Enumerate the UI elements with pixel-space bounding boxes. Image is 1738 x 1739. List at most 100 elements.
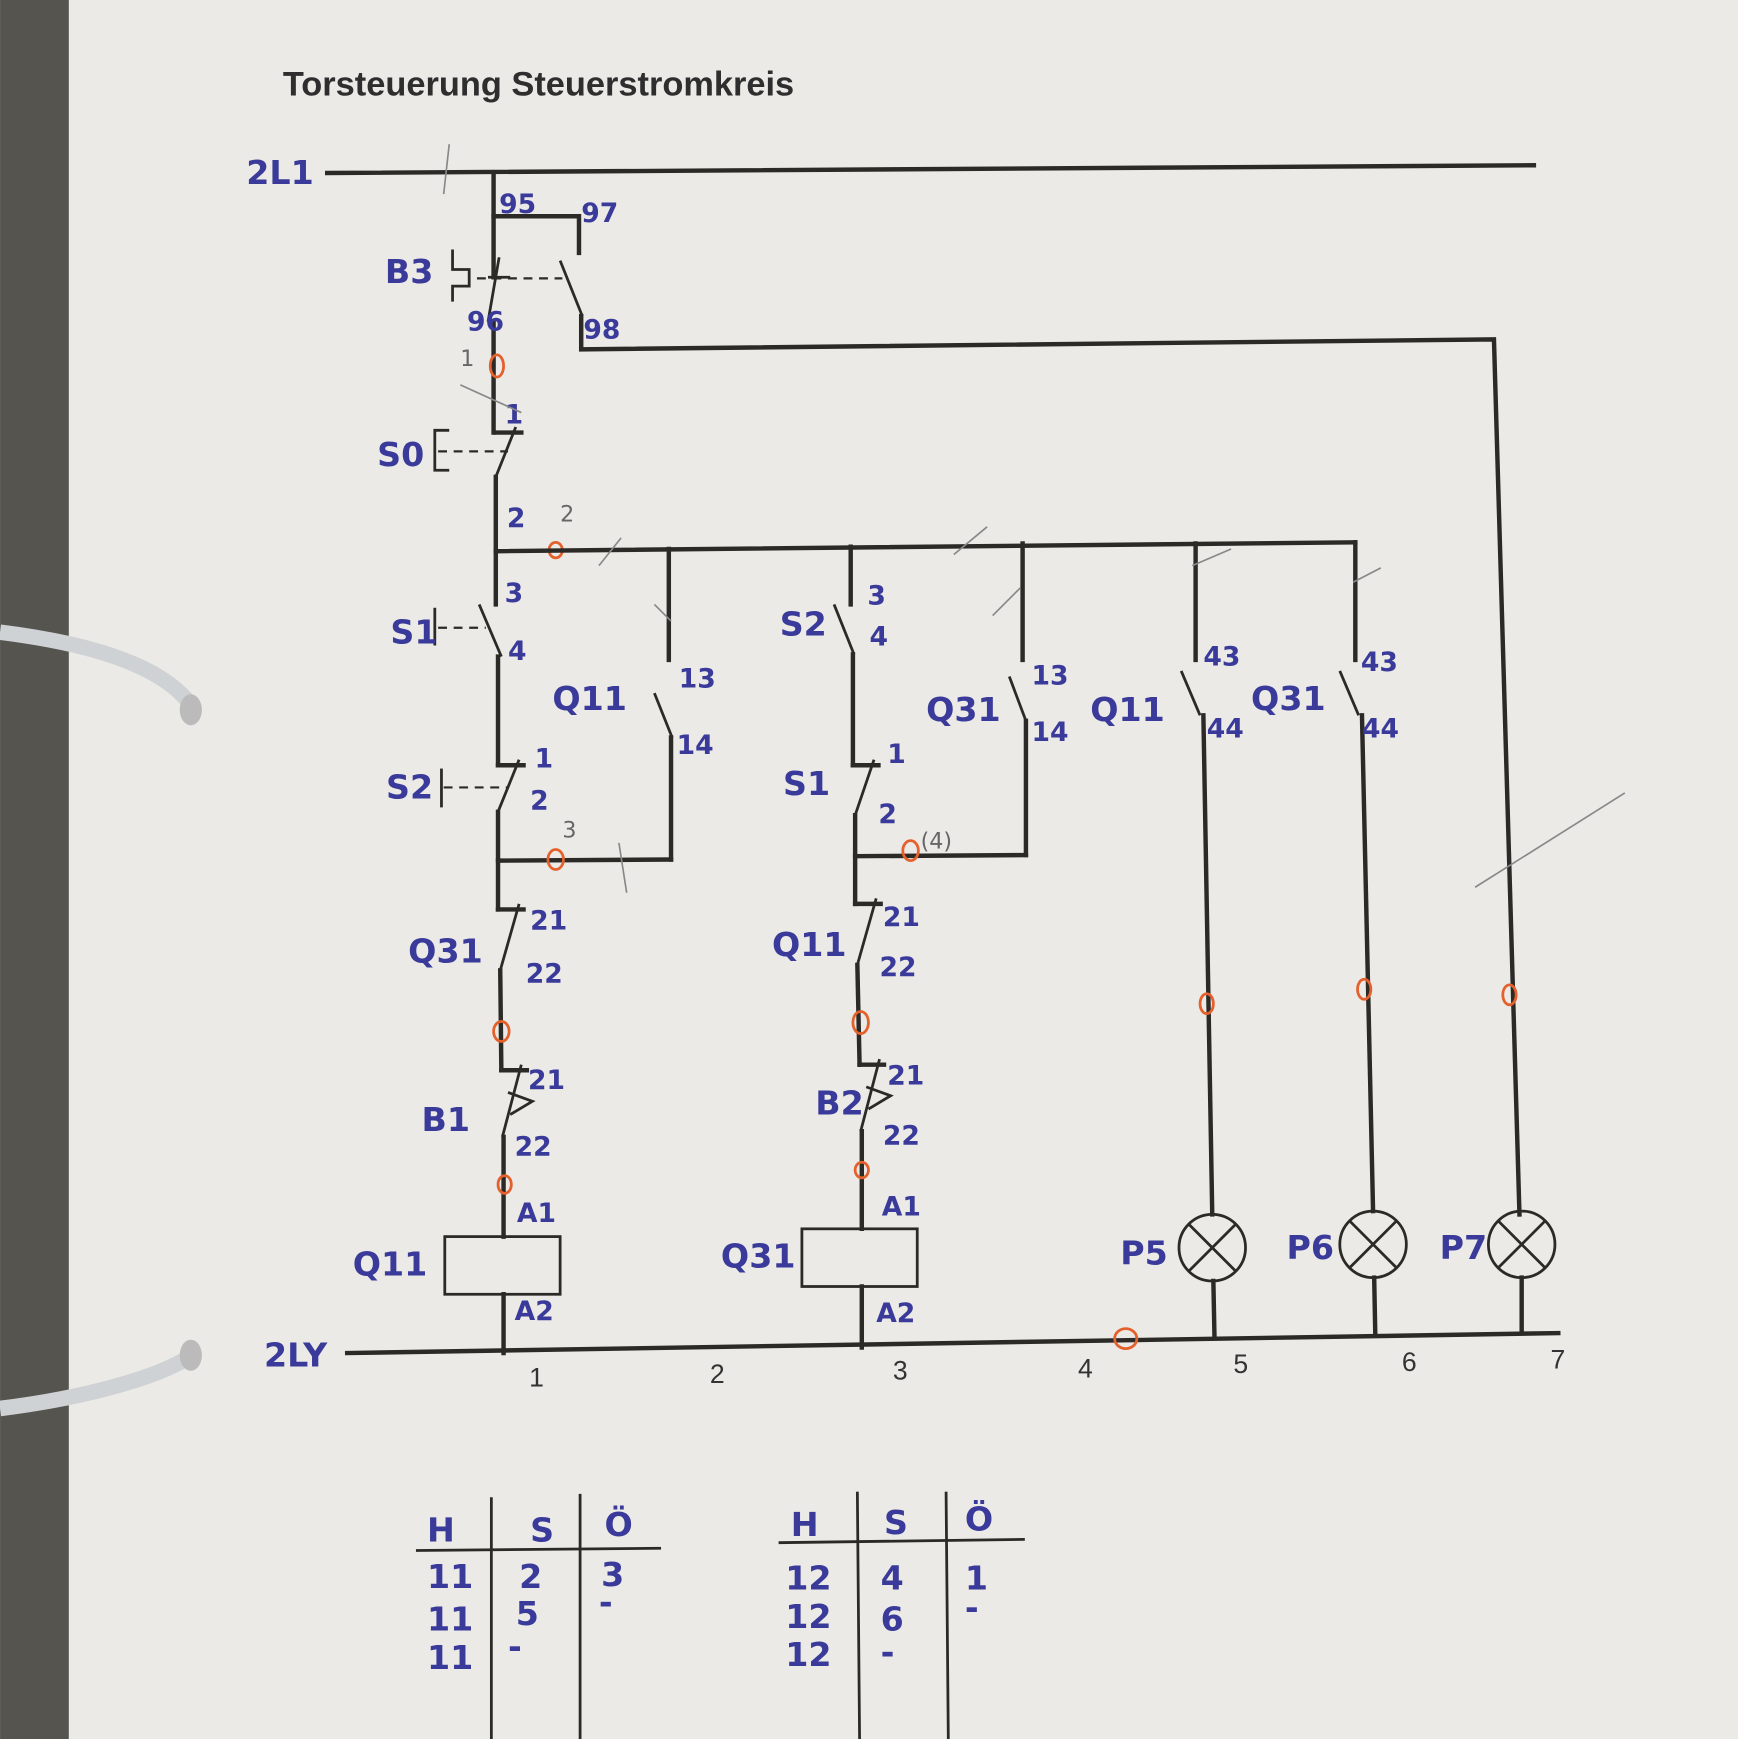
column-number: 1 xyxy=(529,1362,544,1392)
table-cell: 2 xyxy=(519,1557,542,1596)
q11-label: Q11 xyxy=(772,925,847,964)
table-cell: 12 xyxy=(785,1635,831,1674)
q31-label: Q31 xyxy=(926,690,1001,729)
test-point-marker xyxy=(1113,1327,1139,1350)
test-point-marker xyxy=(488,353,505,379)
table-cell: 11 xyxy=(427,1599,473,1638)
table-header: Ö xyxy=(604,1504,632,1544)
table-cell: - xyxy=(881,1633,895,1672)
p6-label: P6 xyxy=(1287,1228,1335,1267)
terminal-1: 1 xyxy=(535,743,554,774)
column-number: 3 xyxy=(893,1356,908,1386)
terminal-4: 4 xyxy=(870,621,889,652)
table-cell: 4 xyxy=(881,1558,904,1597)
q31-label: Q31 xyxy=(1251,679,1326,718)
column-number: 7 xyxy=(1551,1345,1566,1375)
test-point-marker xyxy=(851,1010,870,1036)
table-cell: - xyxy=(599,1583,613,1622)
test-point-marker xyxy=(853,1160,870,1180)
table-cell: 3 xyxy=(601,1555,624,1594)
terminal-1: 1 xyxy=(887,739,906,770)
s1-label: S1 xyxy=(783,764,830,803)
paper-sheet xyxy=(68,0,1738,1739)
table-cell: - xyxy=(965,1588,979,1627)
table-cell: 12 xyxy=(785,1558,831,1597)
terminal-96: 96 xyxy=(467,306,504,337)
terminal-97: 97 xyxy=(581,198,618,229)
terminal-4: 4 xyxy=(508,636,527,667)
s0-stop-button: S0 1 2 xyxy=(377,400,526,554)
b3-thermal-relay-contacts: B3 95 97 96 98 xyxy=(385,170,1522,1217)
s2-label: S2 xyxy=(780,604,827,643)
table-cell: - xyxy=(508,1627,522,1666)
table-header: Ö xyxy=(965,1498,993,1538)
table-header: H xyxy=(791,1505,819,1544)
terminal-3: 3 xyxy=(867,580,886,611)
q11-label: Q11 xyxy=(1090,690,1165,729)
table-header: H xyxy=(427,1511,455,1550)
terminal-98: 98 xyxy=(583,314,620,345)
top-rail-label: 2L1 xyxy=(246,153,314,192)
column-numbers: 1 2 3 4 5 6 7 xyxy=(529,1345,1565,1393)
terminal-21: 21 xyxy=(530,905,567,936)
terminal-44: 44 xyxy=(1207,714,1244,745)
terminal-21: 21 xyxy=(883,902,920,933)
p5-label: P5 xyxy=(1120,1233,1168,1272)
binder-edge xyxy=(0,0,78,1739)
table-cell: 5 xyxy=(516,1594,539,1633)
terminal-95: 95 xyxy=(499,189,536,220)
punch-hole xyxy=(179,1339,202,1371)
terminal-44: 44 xyxy=(1362,714,1399,745)
terminal-a2: A2 xyxy=(876,1298,915,1329)
annotation: 2 xyxy=(560,501,574,527)
terminal-22: 22 xyxy=(880,952,917,983)
table-header: S xyxy=(884,1503,908,1542)
diagram-title: Torsteuerung Steuerstromkreis xyxy=(283,65,794,103)
terminal-a1: A1 xyxy=(882,1192,921,1223)
truth-table-left: H S Ö 11 2 3 11 5 - 11 - xyxy=(415,1493,662,1739)
column-number: 2 xyxy=(710,1359,725,1389)
test-point-marker xyxy=(1198,992,1215,1016)
b2-label: B2 xyxy=(815,1084,864,1123)
terminal-21: 21 xyxy=(887,1061,924,1092)
table-cell: 12 xyxy=(785,1597,831,1636)
test-point-marker xyxy=(496,1174,513,1195)
column-1-forward-circuit: S1 3 4 S2 1 2 Q11 13 14 Q31 21 22 B1 21 … xyxy=(353,546,716,1356)
terminal-21: 21 xyxy=(528,1065,565,1096)
terminal-a1: A1 xyxy=(517,1198,556,1229)
bottom-rail xyxy=(344,1330,1561,1356)
annotation: 3 xyxy=(562,817,576,843)
table-cell: 1 xyxy=(965,1558,988,1597)
terminal-22: 22 xyxy=(883,1121,920,1152)
terminal-14: 14 xyxy=(677,730,714,761)
terminal-a2: A2 xyxy=(515,1296,554,1327)
table-cell: 11 xyxy=(427,1557,473,1596)
terminal-2: 2 xyxy=(878,799,897,830)
binder-ring-top xyxy=(0,624,201,715)
truth-table-right: H S Ö 12 4 1 12 6 - 12 - xyxy=(778,1491,1025,1739)
terminal-14: 14 xyxy=(1031,717,1068,748)
terminal-13: 13 xyxy=(1031,660,1068,691)
test-point-marker xyxy=(546,848,565,871)
lamp-circuit-p5: Q11 43 44 P5 xyxy=(1090,541,1247,1339)
q11-coil-label: Q11 xyxy=(353,1244,428,1283)
test-point-marker xyxy=(1356,977,1373,1001)
q11-label: Q11 xyxy=(552,679,627,718)
q31-coil-label: Q31 xyxy=(721,1237,796,1276)
terminal-2: 2 xyxy=(507,503,526,534)
test-point-marker xyxy=(1501,983,1518,1007)
lamp-circuit-p7: P7 xyxy=(1440,1209,1557,1336)
table-cell: 11 xyxy=(427,1638,473,1677)
terminal-3: 3 xyxy=(505,578,524,609)
table-cell: 6 xyxy=(881,1599,904,1638)
b1-label: B1 xyxy=(421,1100,470,1139)
lamp-circuit-p6: Q31 43 44 P6 xyxy=(1251,540,1408,1337)
terminal-22: 22 xyxy=(526,959,563,990)
terminal-13: 13 xyxy=(679,664,716,695)
test-point-marker xyxy=(901,839,920,863)
q31-label: Q31 xyxy=(408,932,483,971)
terminal-2: 2 xyxy=(530,786,549,817)
column-number: 5 xyxy=(1233,1349,1248,1379)
annotation: (4) xyxy=(921,828,952,854)
